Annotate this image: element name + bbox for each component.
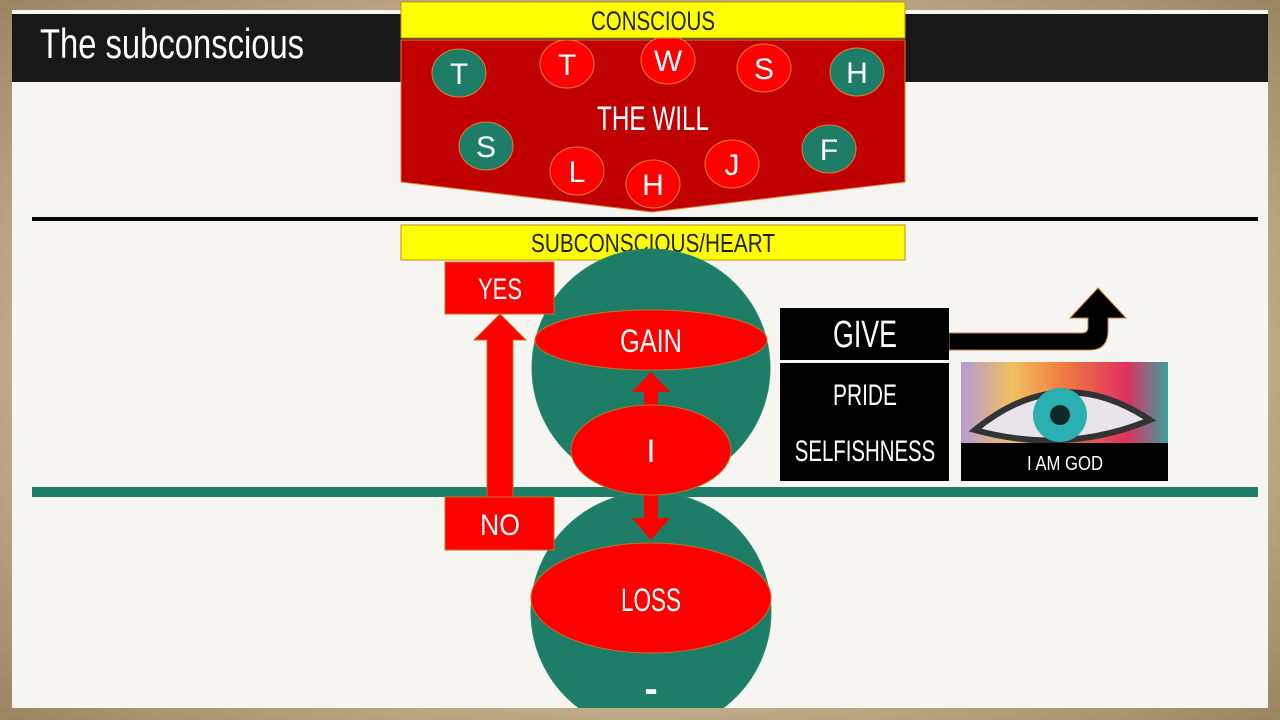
will-circle-letter: F [820, 134, 838, 167]
will-circle-red [549, 146, 605, 196]
give-arrow [948, 287, 1128, 351]
will-circle-red [625, 159, 681, 209]
will-circle-letter: W [654, 45, 683, 78]
give-label: GIVE [833, 314, 897, 356]
arrow-up-to-gain [632, 372, 670, 405]
will-circle-red [736, 43, 792, 93]
pride-label: PRIDE [833, 379, 897, 412]
arrow-down-to-loss [632, 490, 670, 540]
yes-label: YES [478, 273, 522, 306]
will-circle-green [431, 48, 487, 98]
will-circle-letter: H [846, 57, 868, 90]
will-circle-letter: H [642, 169, 664, 202]
will-circle-letter: S [476, 131, 496, 164]
will-circle-green [801, 124, 857, 174]
pride-box [780, 363, 949, 481]
gain-label: GAIN [620, 323, 682, 359]
conscious-label-box [400, 1, 906, 39]
will-label: THE WILL [597, 100, 709, 138]
will-circle-red [704, 139, 760, 189]
arrow-no-to-yes [472, 313, 528, 498]
will-circle-letter: T [450, 58, 468, 91]
will-circle-letter: T [558, 49, 576, 82]
will-circle-green [829, 47, 885, 97]
will-circle-letter: S [754, 53, 774, 86]
give-box [780, 308, 949, 360]
will-circle-red [539, 39, 595, 89]
no-box [444, 496, 555, 551]
eye-image [961, 362, 1168, 444]
conscious-label: CONSCIOUS [591, 6, 715, 36]
self-label: I [647, 433, 656, 469]
image-caption: I AM GOD [1027, 453, 1103, 475]
will-circle-letter: L [569, 156, 586, 189]
slide-title: The subconscious [40, 20, 379, 68]
yes-box [444, 261, 555, 315]
minus-label: - [644, 667, 657, 711]
conscious-divider-line [32, 217, 1258, 221]
will-circle-green [458, 121, 514, 171]
gain-ellipse [534, 309, 768, 371]
self-ellipse [570, 404, 732, 496]
loss-ellipse [530, 542, 772, 654]
selfishness-label: SELFISHNESS [795, 435, 936, 468]
will-circle-letter: J [725, 149, 740, 182]
slide-title-text: The subconscious [40, 20, 305, 67]
no-label: NO [480, 509, 520, 542]
image-caption-box [961, 443, 1168, 481]
loss-label: LOSS [621, 582, 681, 618]
